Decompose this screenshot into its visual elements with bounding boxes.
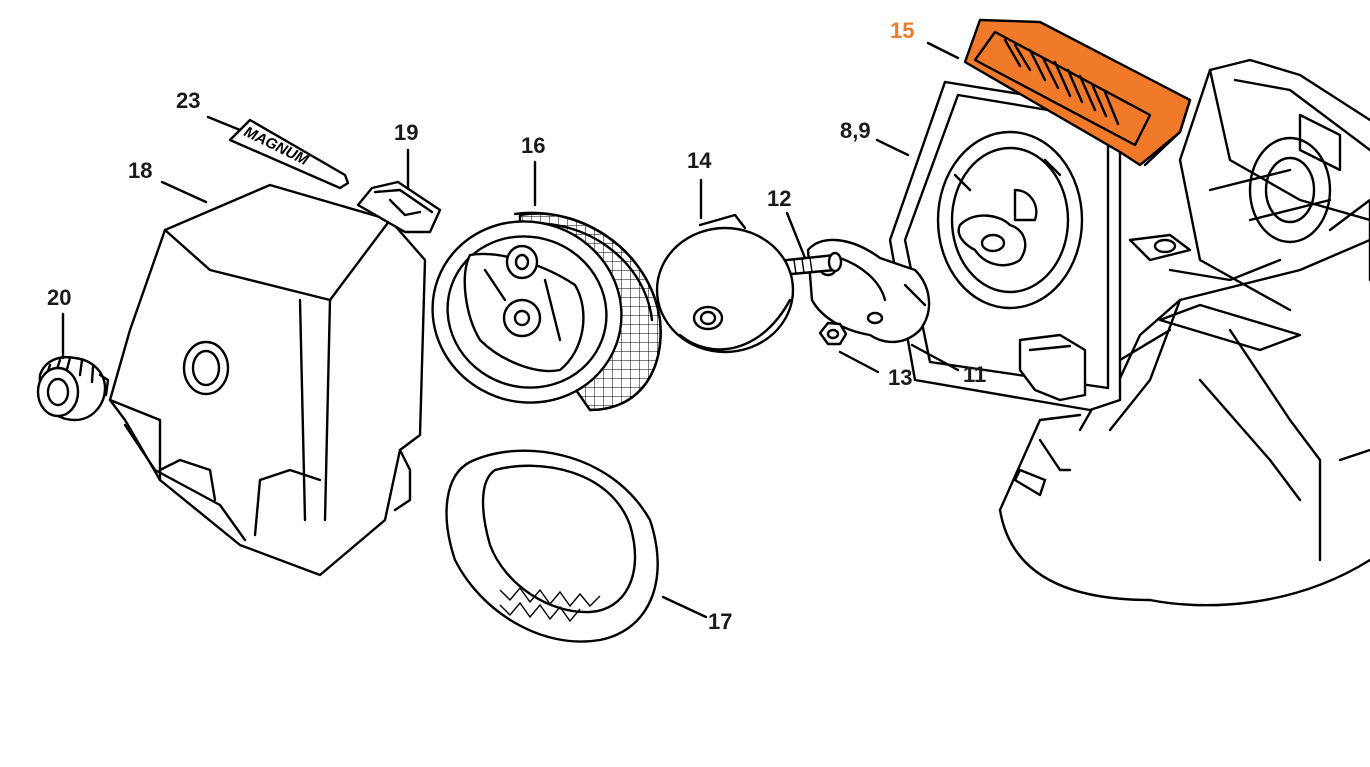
label-19: 19	[394, 120, 418, 145]
filter-base-plate	[888, 80, 1122, 412]
callout-labels: 15 23 19 16 14 8,9 12 18 20 13 11 17	[47, 18, 986, 634]
air-filter	[431, 211, 662, 412]
engine-housing	[998, 58, 1370, 607]
label-23: 23	[176, 88, 200, 113]
label-16: 16	[521, 133, 545, 158]
label-12: 12	[767, 186, 791, 211]
label-8-9: 8,9	[840, 118, 871, 143]
label-15: 15	[890, 18, 914, 43]
label-11: 11	[963, 362, 986, 387]
label-14: 14	[687, 148, 712, 173]
label-18: 18	[128, 158, 152, 183]
pre-filter-highlighted	[963, 18, 1192, 167]
leader-lines	[61, 41, 960, 619]
knob	[36, 356, 110, 422]
filter-band	[445, 449, 659, 643]
label-13: 13	[888, 365, 912, 390]
clip	[356, 180, 442, 234]
hex-nut	[818, 321, 848, 346]
air-filter-cover	[108, 183, 427, 577]
magnum-emblem: MAGNUM	[228, 118, 350, 190]
label-17: 17	[708, 609, 732, 634]
label-20: 20	[47, 285, 71, 310]
filter-disc	[655, 213, 795, 354]
